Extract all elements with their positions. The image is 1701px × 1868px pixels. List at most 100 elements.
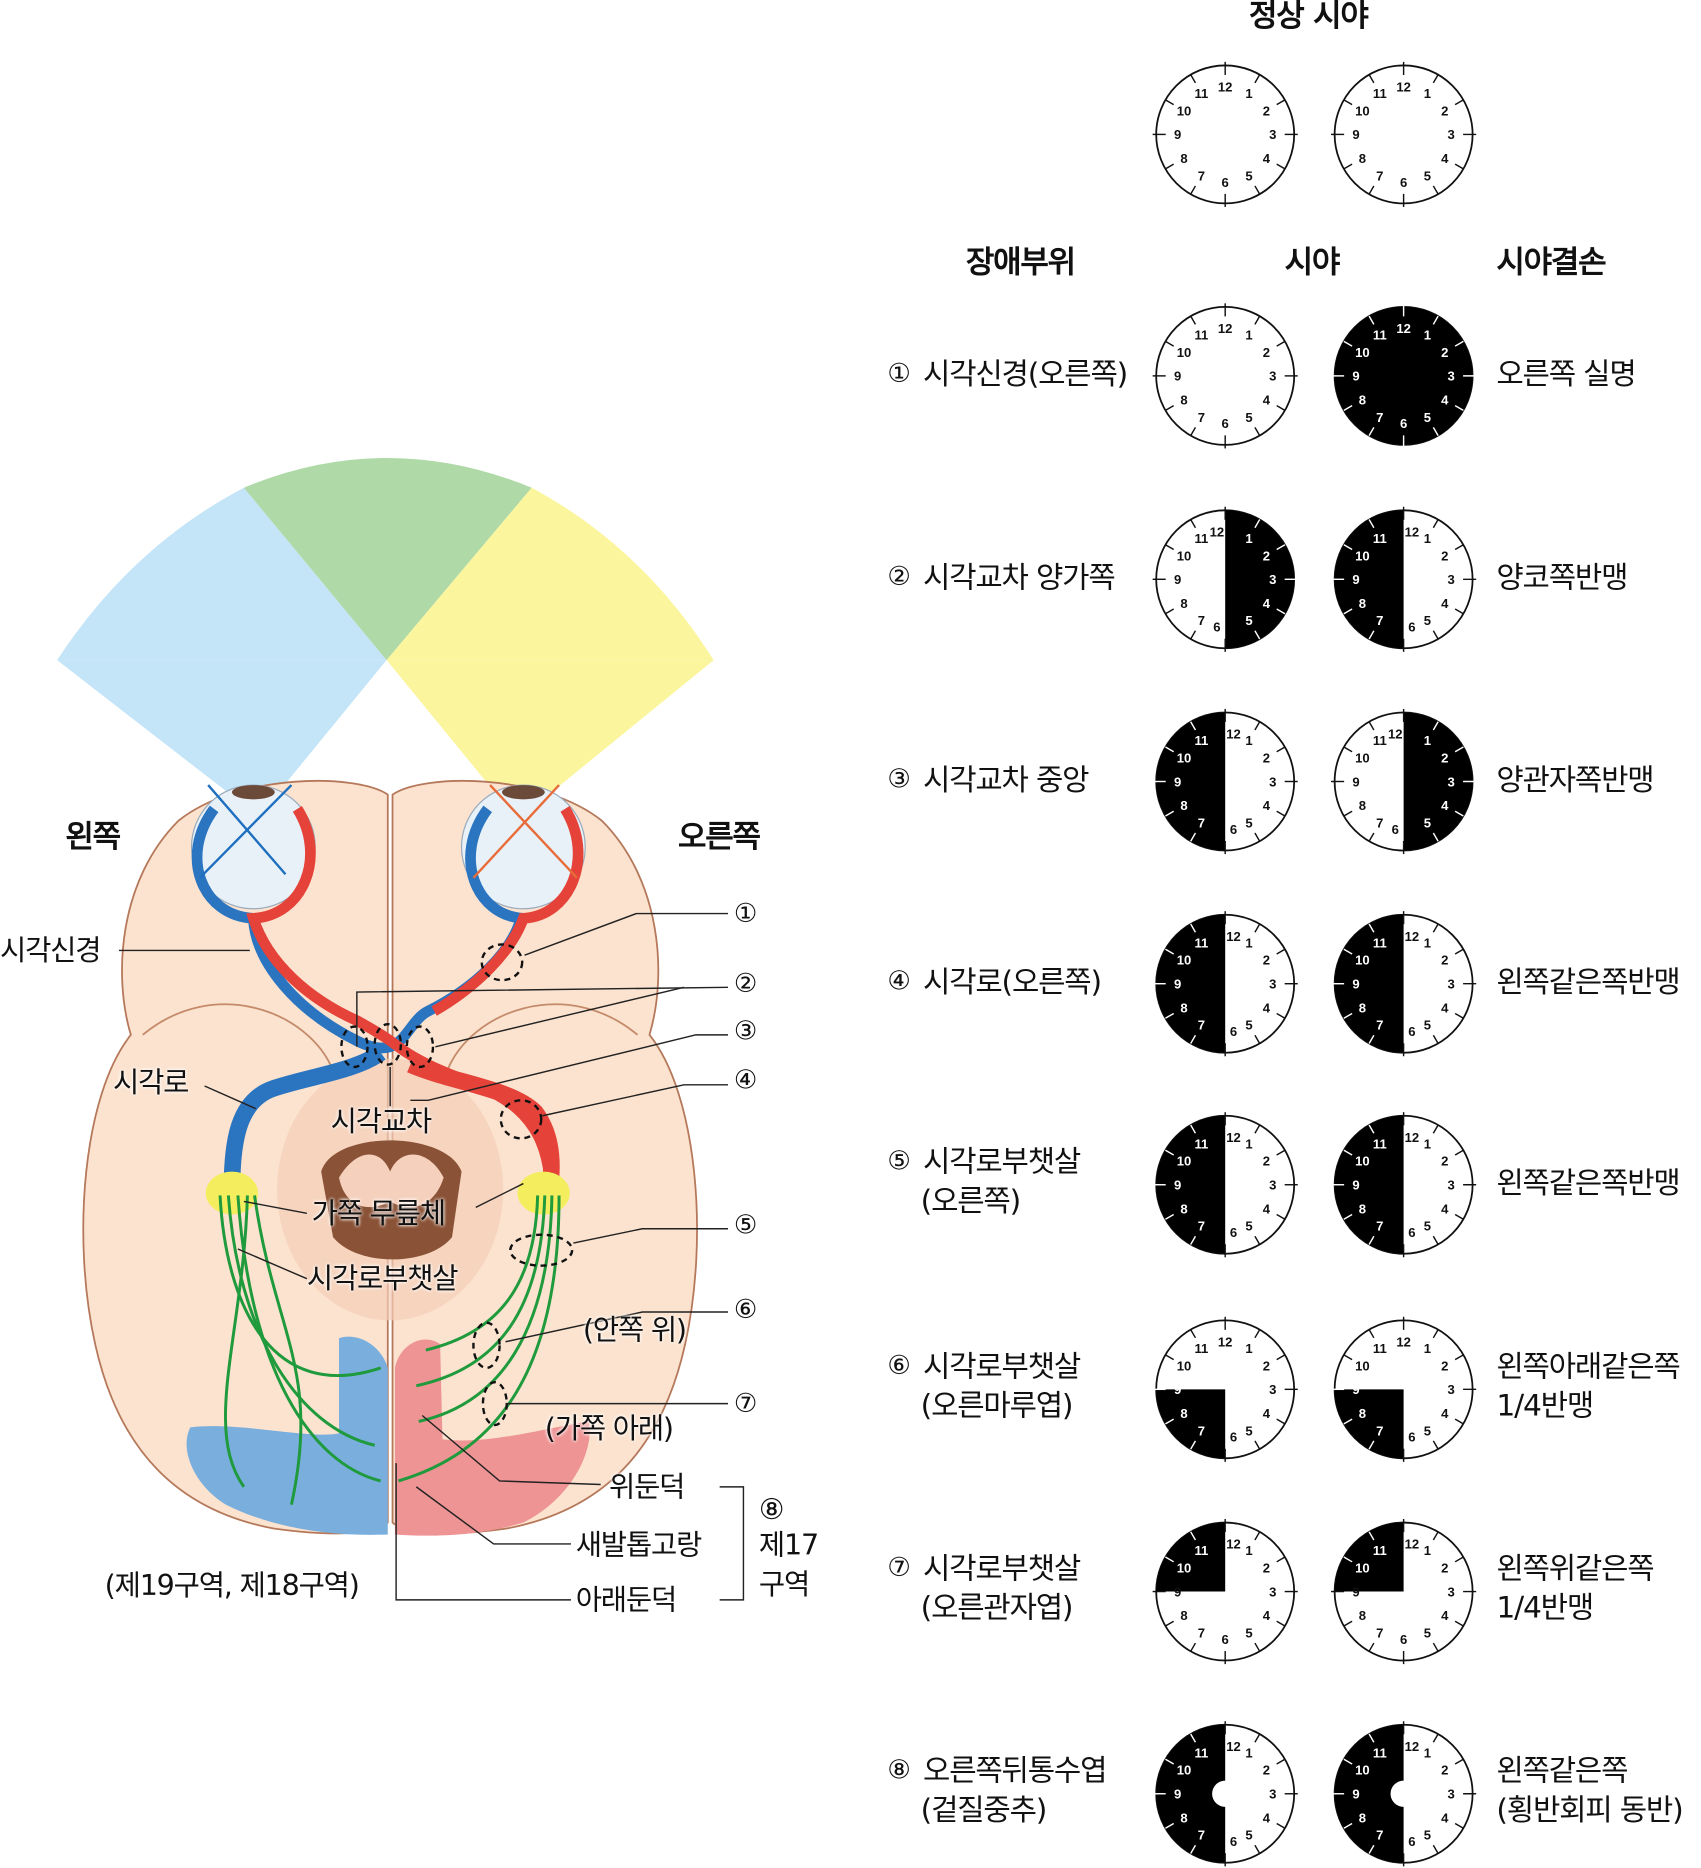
lgn-label: 가쪽 무릎체: [311, 1196, 446, 1230]
lesion-site-label: 시각로부챗살: [923, 1348, 1081, 1384]
clock-number: 5: [1424, 613, 1431, 628]
field-defect-shading: [1334, 1115, 1404, 1254]
clock-number: 4: [1441, 151, 1449, 166]
clock-number: 1: [1245, 1136, 1252, 1151]
clock-number: 2: [1263, 548, 1270, 563]
clock-number: 7: [1376, 168, 1383, 183]
normal-field-title: 정상 시야: [1248, 0, 1369, 35]
field-defect-shading: [1334, 1724, 1404, 1863]
left-visual-field: [57, 487, 387, 661]
clock-number: 3: [1448, 774, 1455, 789]
clock-number: 10: [1355, 548, 1370, 563]
clock-number: 9: [1352, 774, 1359, 789]
area-17-number: ⑧: [758, 1492, 785, 1527]
clock-number: 6: [1392, 822, 1399, 837]
clock-number: 11: [1373, 327, 1387, 342]
clock-number: 1: [1424, 733, 1431, 748]
field-defect-label: 오른쪽 실명: [1496, 356, 1636, 392]
right-optic-tract: [407, 1056, 560, 1191]
clock-number: 3: [1448, 1382, 1455, 1397]
clock-number: 4: [1263, 1608, 1271, 1623]
column-header-defect: 시야결손: [1496, 245, 1606, 281]
clock-number: 3: [1269, 1382, 1276, 1397]
clock-number: 2: [1441, 750, 1448, 765]
clock-number: 12: [1405, 929, 1420, 944]
clock-number: 7: [1198, 815, 1205, 830]
left-visual-cortex: [186, 1336, 388, 1535]
clock-number: 11: [1373, 1543, 1387, 1558]
clock-number: 9: [1174, 1787, 1181, 1802]
clock-number: 5: [1245, 1828, 1252, 1843]
row-number: ⑥: [887, 1351, 910, 1382]
clock-number: 5: [1424, 1828, 1431, 1843]
clock-number: 8: [1359, 151, 1366, 166]
clock-number: 9: [1174, 127, 1181, 142]
right-radiation-fiber: [425, 1195, 540, 1352]
clock-number: 4: [1441, 1608, 1449, 1623]
clock-number: 12: [1218, 80, 1233, 95]
lesion-site-label: 시각로부챗살: [923, 1551, 1081, 1586]
column-header-site: 장애부위: [965, 245, 1076, 281]
area-17-label-2: 구역: [758, 1567, 810, 1602]
leader-line: [505, 1311, 728, 1343]
lingual-label: 아래둔덕: [575, 1583, 678, 1617]
clock-number: 8: [1359, 392, 1366, 407]
optic-nerve-label: 시각신경: [0, 933, 102, 968]
right-radiation-fiber: [416, 1195, 547, 1388]
clock-number: 12: [1226, 1537, 1241, 1552]
clock-number: 5: [1245, 168, 1252, 183]
lower-lateral-label: (가쪽 아래): [544, 1411, 674, 1446]
clock-number: 3: [1269, 127, 1276, 142]
leader-line: [243, 1200, 308, 1214]
clock-number: 8: [1180, 1810, 1187, 1825]
clock-number: 10: [1355, 1358, 1370, 1373]
clock-number: 3: [1448, 1787, 1455, 1802]
clock-number: 10: [1177, 548, 1192, 563]
clock-number: 2: [1441, 1561, 1448, 1576]
clock-number: 5: [1424, 1219, 1431, 1234]
clock-number: 7: [1198, 1219, 1205, 1234]
clock-number: 11: [1373, 531, 1387, 546]
clock-number: 3: [1448, 1584, 1455, 1599]
clock-number: 2: [1263, 103, 1270, 118]
left-radiation-fiber: [223, 1195, 249, 1488]
field-defect-shading: [1334, 510, 1404, 649]
leader-line: [421, 1414, 601, 1486]
clock-number: 5: [1245, 1219, 1252, 1234]
lesion-number-2: ②: [733, 969, 757, 1000]
clock-number: 2: [1441, 1763, 1448, 1778]
clock-number: 4: [1441, 798, 1449, 813]
field-defect-shading: [1156, 914, 1226, 1053]
row-number: ③: [887, 764, 910, 795]
clock-number: 5: [1424, 1018, 1431, 1033]
right-visual-field: [386, 487, 714, 661]
clock-number: 9: [1352, 1787, 1359, 1802]
field-defect-label: 양코쪽반맹: [1496, 560, 1628, 595]
clock-number: 11: [1373, 1341, 1387, 1356]
clock-number: 10: [1177, 345, 1192, 360]
clock-number: 7: [1198, 168, 1205, 183]
clock-number: 12: [1218, 321, 1233, 336]
field-defect-label: 왼쪽같은쪽반맹: [1496, 964, 1680, 1000]
clock-number: 12: [1226, 727, 1241, 742]
clock-number: 6: [1408, 1430, 1415, 1445]
lesion-number-3: ③: [733, 1017, 757, 1047]
clock-number: 11: [1373, 935, 1387, 950]
clock-number: 9: [1352, 1178, 1359, 1193]
clock-number: 1: [1424, 327, 1431, 342]
clock-number: 7: [1376, 1018, 1383, 1033]
lesion-site-marker: [405, 1025, 435, 1069]
field-defect-shading: [1334, 914, 1404, 1053]
clock-number: 5: [1245, 1423, 1252, 1438]
clock-number: 2: [1263, 953, 1270, 968]
clock-number: 10: [1177, 1763, 1192, 1778]
clock-number: 1: [1245, 1341, 1252, 1356]
leader-line: [475, 1182, 524, 1208]
leader-line: [204, 1085, 257, 1110]
